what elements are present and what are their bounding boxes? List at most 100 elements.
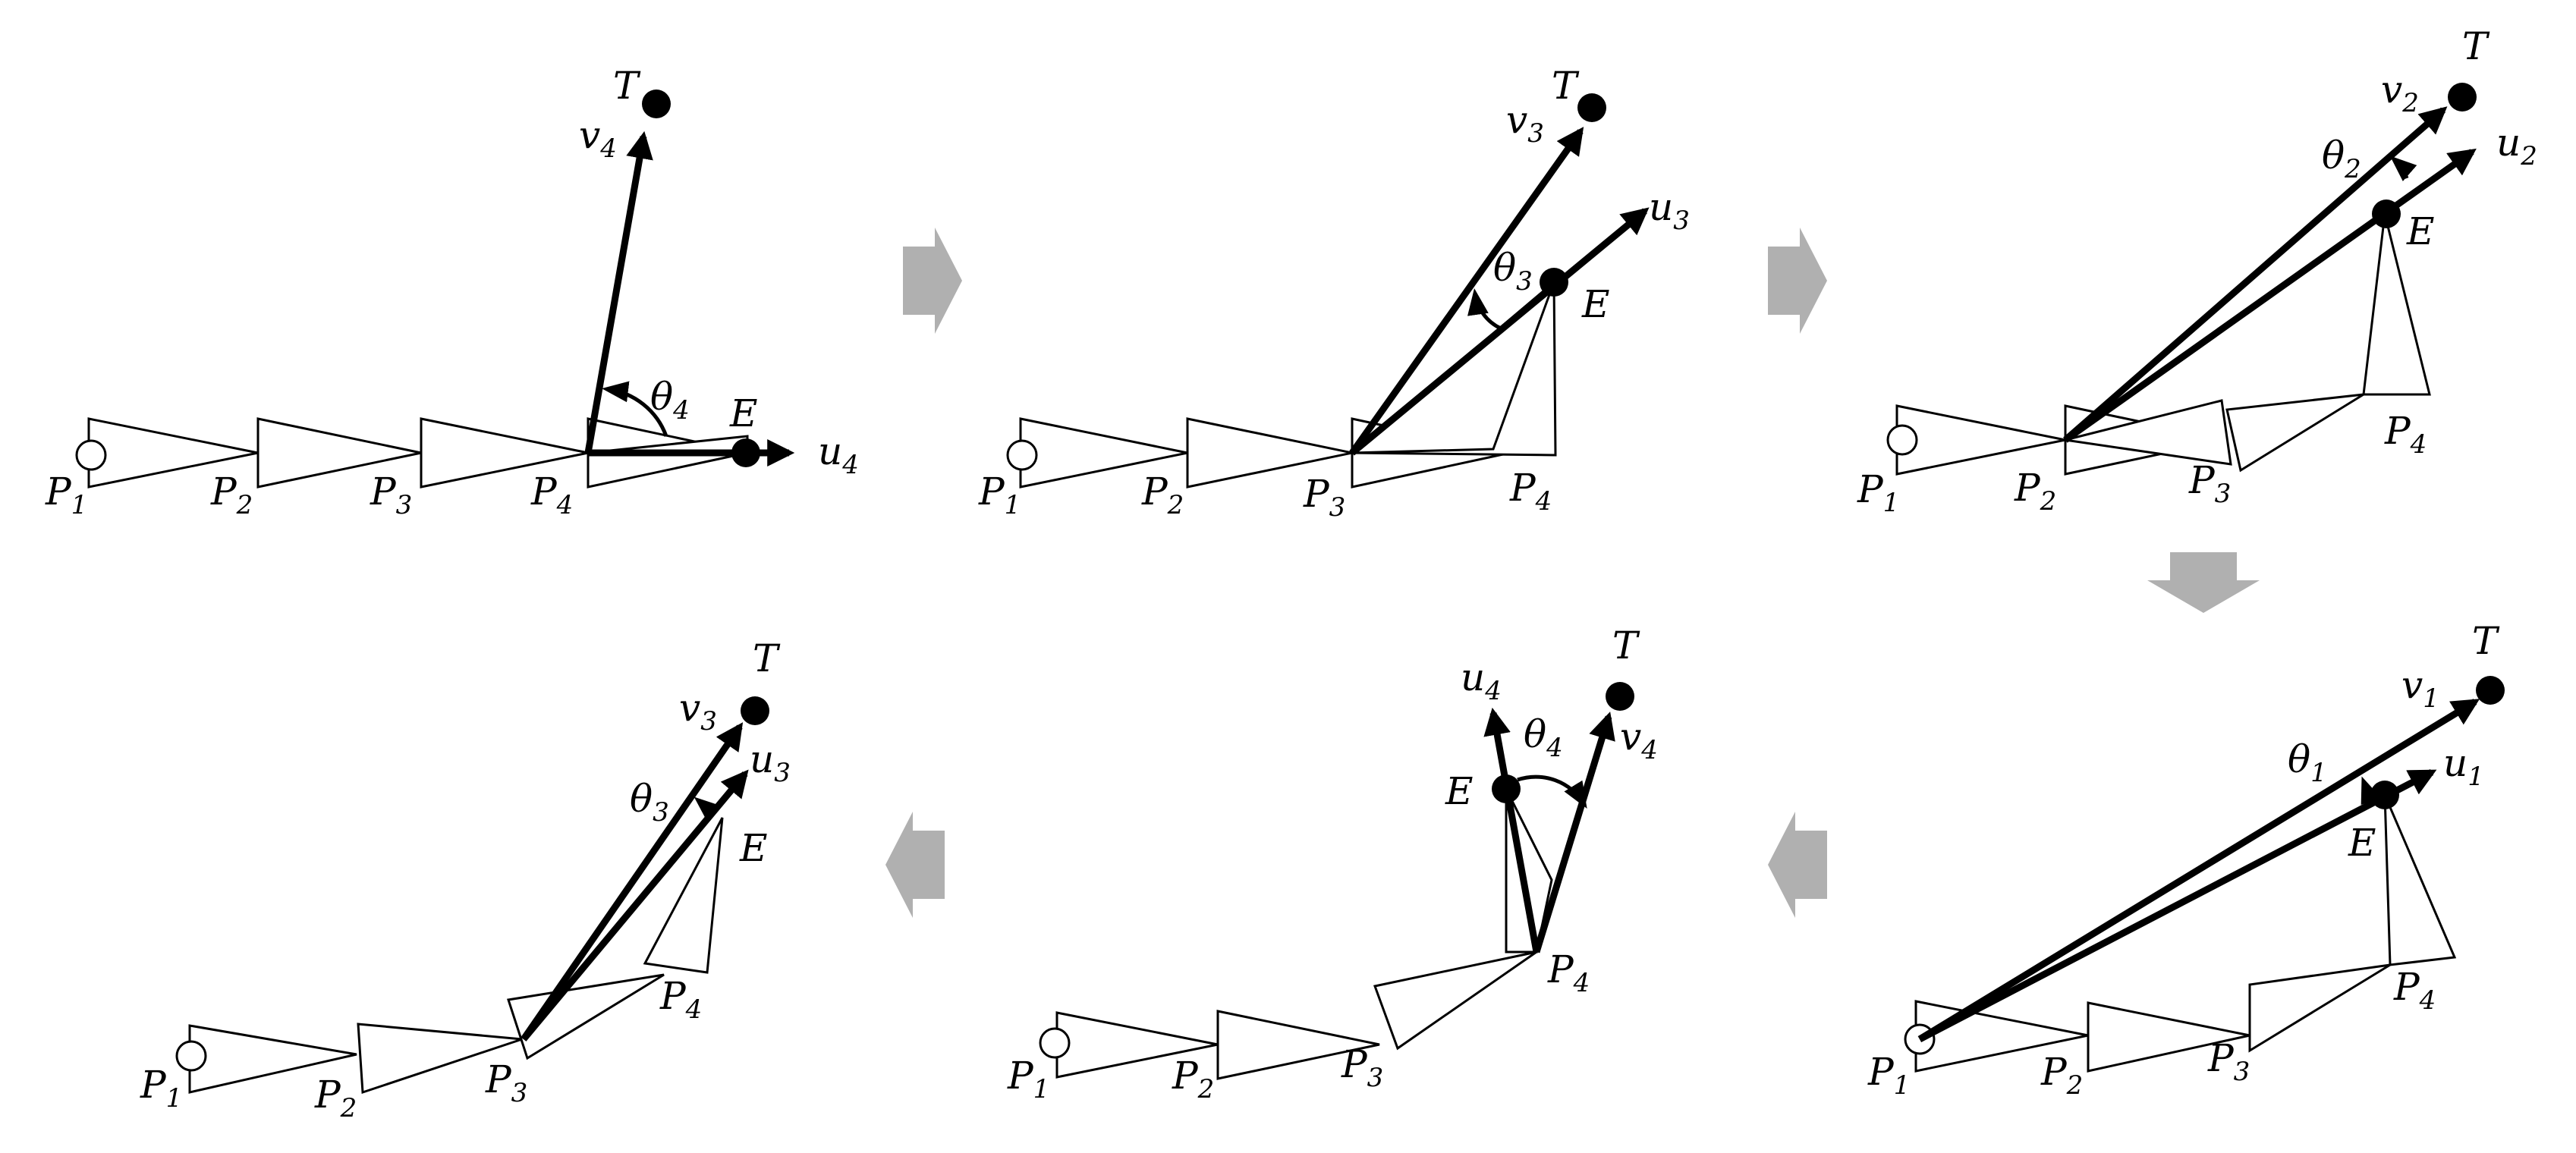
end-effector-dot <box>2372 199 2401 228</box>
vector-v <box>584 130 653 454</box>
end-effector-label: E <box>2406 209 2435 253</box>
v-label: v3 <box>1506 98 1544 149</box>
flow-arrow-left <box>1768 812 1827 918</box>
joint-label-p4: P4 <box>2384 409 2427 460</box>
panel-1: T E u4 v4 θ4 P1 P2 P3 P4 <box>45 64 859 520</box>
angle-arc <box>1517 774 1587 809</box>
u-label: u1 <box>2443 741 2484 792</box>
end-effector-dot <box>1492 774 1521 803</box>
joint-label-p1: P1 <box>45 470 87 520</box>
vector-u <box>2063 148 2477 443</box>
v-label: v4 <box>579 113 617 164</box>
angle-label: θ2 <box>2322 134 2361 184</box>
target-label: T <box>2472 619 2500 663</box>
end-effector-label: E <box>2348 821 2376 865</box>
base-joint <box>175 1040 207 1072</box>
robot-links <box>1914 794 2457 1073</box>
joint-label-p4: P4 <box>1509 466 1552 517</box>
angle-arc <box>694 796 722 822</box>
target-dot <box>1577 93 1606 122</box>
target-label: T <box>2462 24 2490 68</box>
u-label: u2 <box>2496 121 2537 171</box>
target-label: T <box>1612 624 1640 668</box>
joint-label-p3: P3 <box>2188 458 2231 509</box>
target-dot <box>2476 676 2505 705</box>
flow-arrow-down <box>2147 552 2260 613</box>
joint-label-p4: P4 <box>1547 947 1590 998</box>
joint-label-p1: P1 <box>1867 1050 1910 1101</box>
angle-label: θ4 <box>1524 712 1563 763</box>
end-effector-dot <box>1540 268 1568 297</box>
u-label: u3 <box>750 737 791 788</box>
v-label: v4 <box>1620 715 1658 765</box>
u-label: u4 <box>818 429 859 480</box>
robot-links <box>1055 788 1553 1080</box>
robot-links <box>1895 213 2431 476</box>
v-label: v2 <box>2381 68 2419 118</box>
target-label: T <box>1552 64 1580 108</box>
joint-label-p1: P1 <box>978 470 1021 520</box>
panel-6: T E u3 v3 θ3 P1 P2 P3 P4 <box>140 636 791 1123</box>
joint-label-p3: P3 <box>1341 1042 1383 1093</box>
flow-arrow-left <box>885 812 945 918</box>
joint-label-p3: P3 <box>1303 472 1345 523</box>
u-label: u3 <box>1649 185 1690 236</box>
joint-label-p1: P1 <box>140 1063 182 1114</box>
angle-arc <box>2389 156 2417 181</box>
joint-label-p2: P2 <box>210 470 253 520</box>
v-label: v3 <box>679 686 717 737</box>
joint-label-p2: P2 <box>2014 466 2056 517</box>
flow-arrow-right <box>903 228 962 334</box>
panel-5: T E u4 v4 θ4 P1 P2 P3 P4 <box>1007 624 1658 1104</box>
end-effector-dot <box>2370 781 2399 809</box>
end-effector-label: E <box>729 391 758 435</box>
angle-label: θ3 <box>1493 246 1533 297</box>
angle-arc <box>602 381 668 437</box>
vector-v <box>1533 712 1615 954</box>
joint-label-p2: P2 <box>314 1073 357 1123</box>
base-joint <box>1006 439 1038 471</box>
flow-arrow-right <box>1768 228 1827 334</box>
base-joint <box>75 439 107 471</box>
joint-label-p3: P3 <box>2207 1036 2250 1087</box>
joint-label-p3: P3 <box>485 1057 527 1108</box>
joint-label-p1: P1 <box>1007 1054 1049 1104</box>
vector-v <box>521 722 744 1041</box>
joint-label-p4: P4 <box>659 974 702 1025</box>
joint-label-p2: P2 <box>2040 1050 2083 1101</box>
target-dot <box>2448 83 2477 112</box>
robot-links <box>1019 278 1557 489</box>
joint-label-p4: P4 <box>2393 965 2436 1016</box>
vector-u <box>1483 707 1540 953</box>
vector-v <box>1349 127 1584 455</box>
joint-label-p3: P3 <box>370 470 412 520</box>
joint-label-p2: P2 <box>1172 1054 1214 1104</box>
end-effector-label: E <box>1581 282 1610 326</box>
base-joint <box>1039 1027 1071 1059</box>
end-effector-label: E <box>739 826 768 870</box>
target-dot <box>741 696 769 725</box>
end-effector-dot <box>731 438 760 467</box>
v-label: v1 <box>2401 663 2439 714</box>
vector-v <box>2063 106 2448 443</box>
target-dot <box>642 90 671 118</box>
joint-label-p1: P1 <box>1857 467 1899 518</box>
angle-label: θ3 <box>630 777 669 828</box>
base-joint <box>1886 424 1918 456</box>
vector-v <box>1917 699 2480 1042</box>
robot-links <box>188 817 724 1095</box>
panel-4: T E u1 v1 θ1 P1 P2 P3 P4 <box>1867 619 2505 1101</box>
target-label: T <box>753 636 781 680</box>
panel-3: T E u2 v2 θ2 P1 P2 P3 P4 <box>1857 24 2537 518</box>
target-label: T <box>613 64 641 108</box>
angle-label: θ1 <box>2288 737 2327 788</box>
target-dot <box>1606 682 1634 711</box>
u-label: u4 <box>1461 655 1502 706</box>
vector-u <box>1917 769 2437 1042</box>
angle-label: θ4 <box>650 375 690 426</box>
vector-u <box>1350 207 1650 456</box>
panel-2: T E u3 v3 θ3 P1 P2 P3 P4 <box>978 64 1690 523</box>
joint-label-p2: P2 <box>1141 470 1184 520</box>
joint-label-p4: P4 <box>530 470 573 520</box>
